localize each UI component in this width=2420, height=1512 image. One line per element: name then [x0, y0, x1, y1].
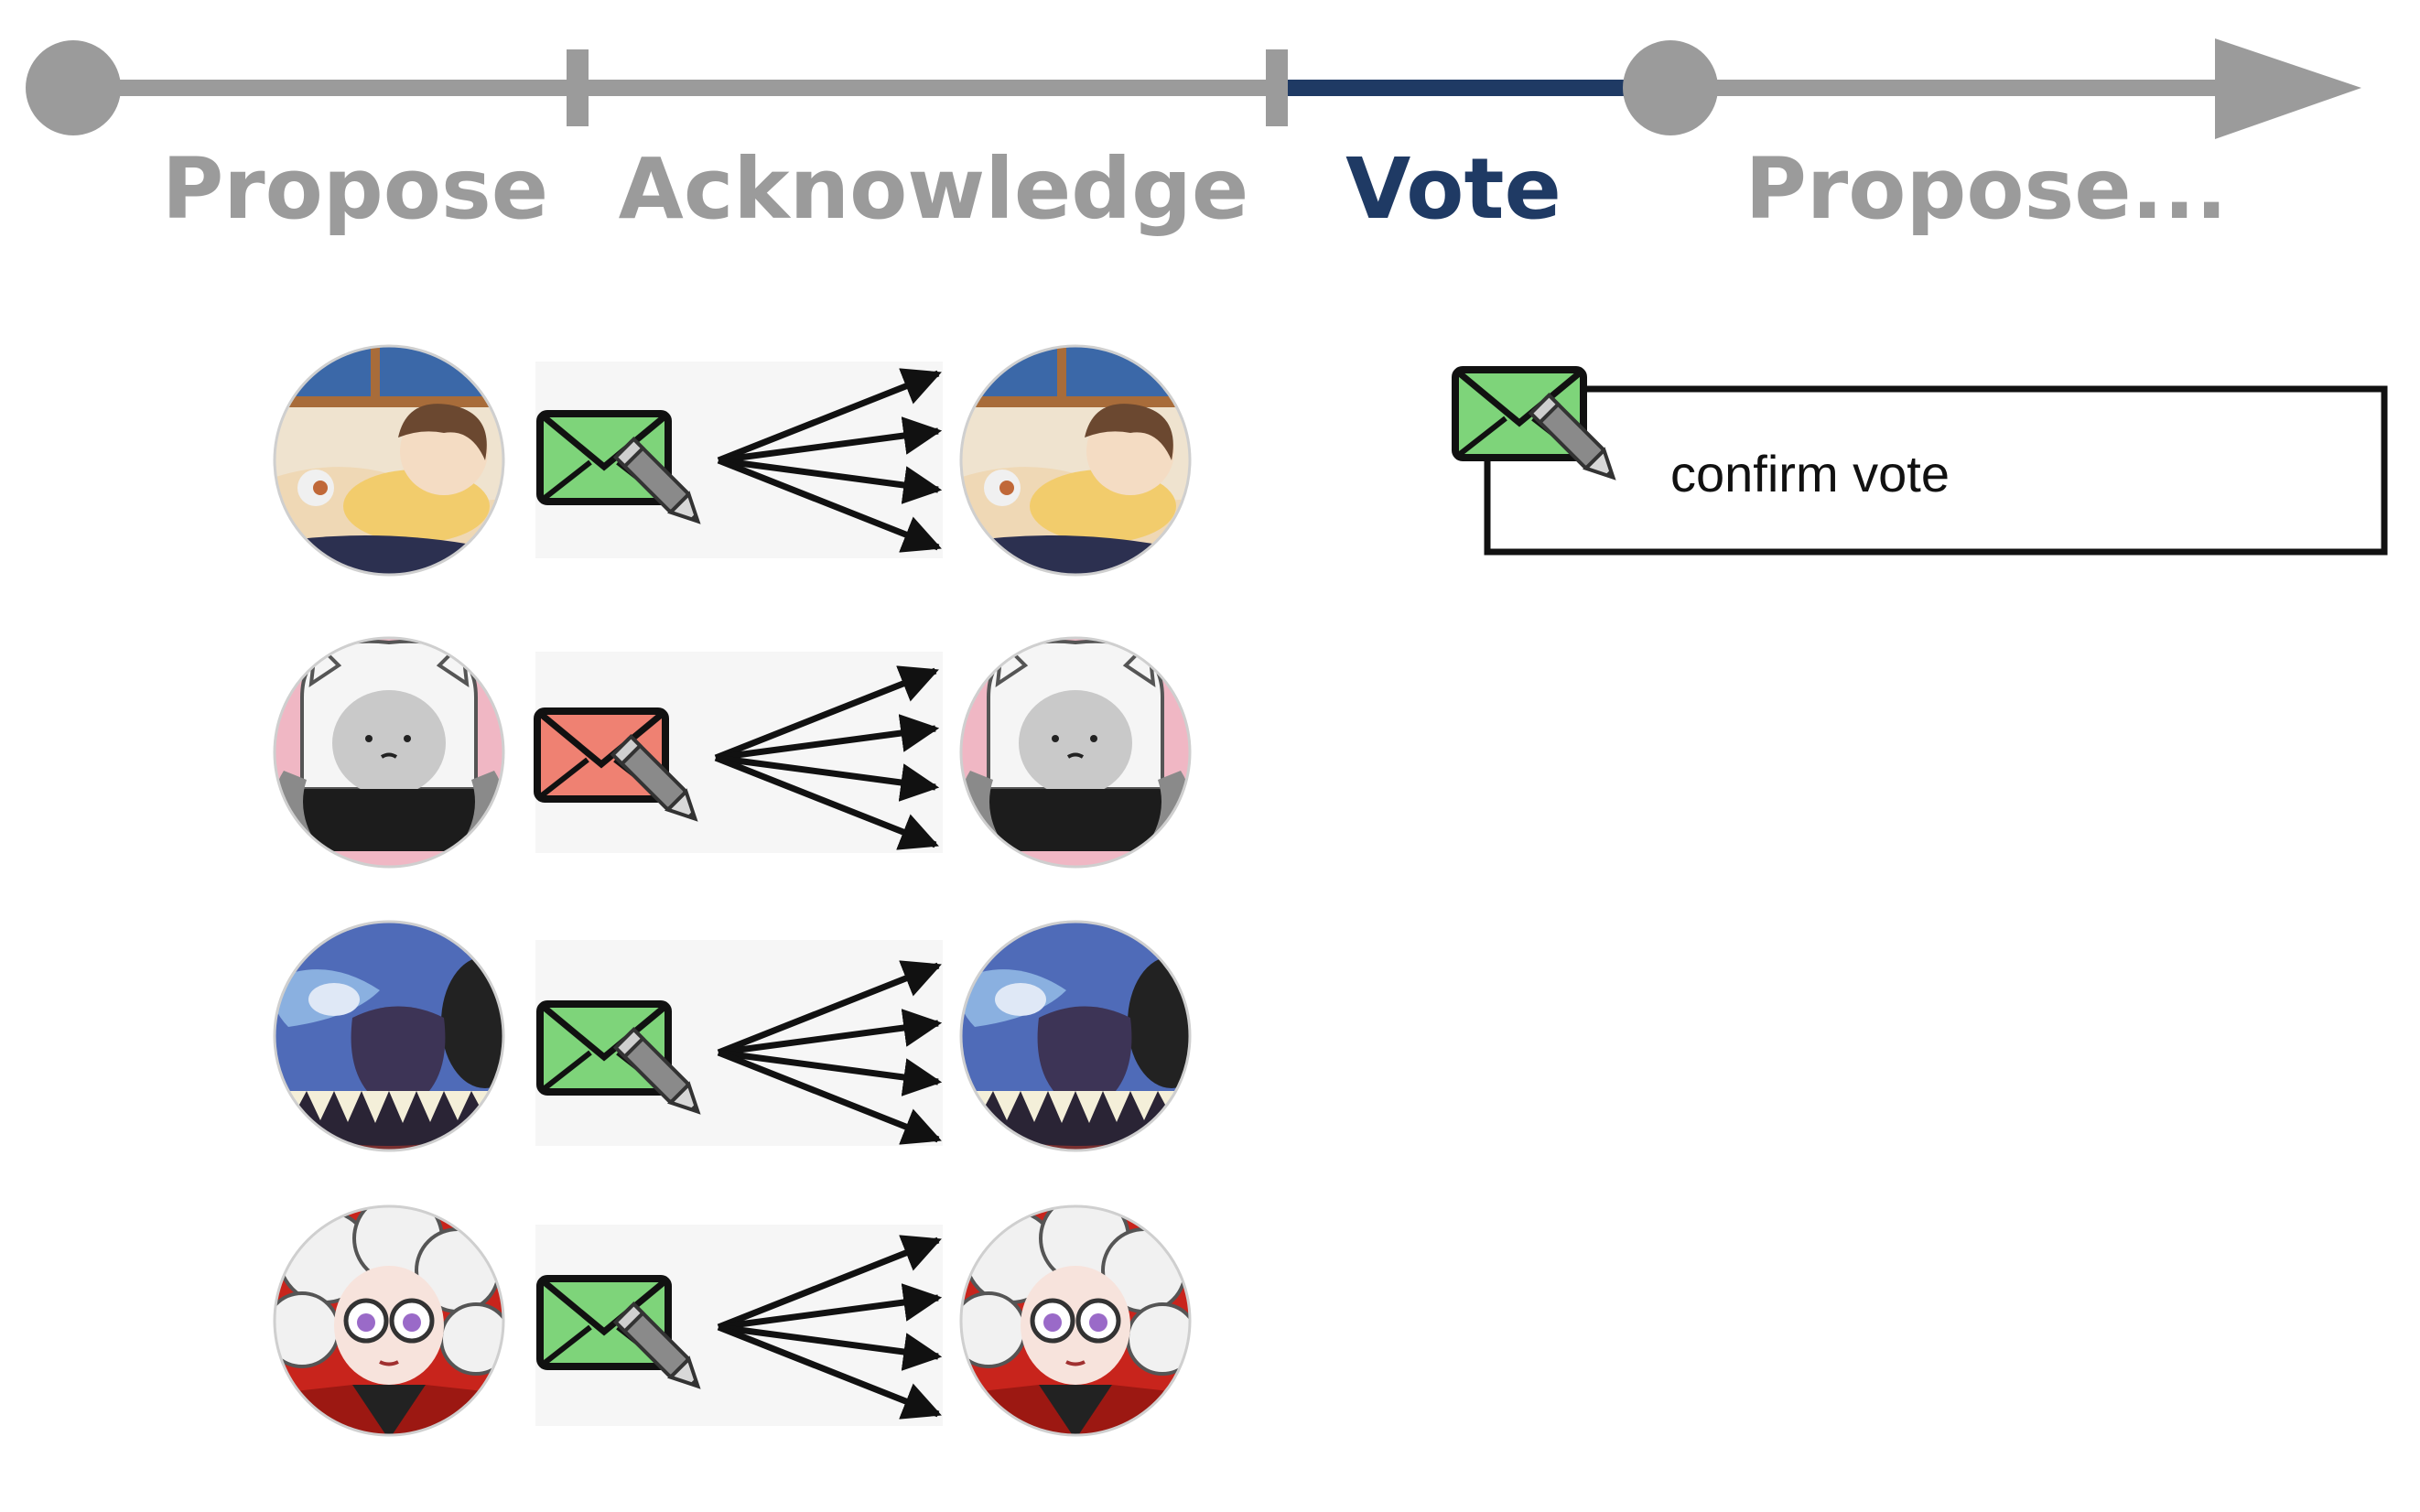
timeline-current-dot: [1623, 40, 1718, 135]
participant-row: [273, 344, 1192, 577]
timeline: Propose Acknowledge Vote Propose...: [26, 38, 2361, 238]
receiver-avatar: [959, 1204, 1192, 1437]
sender-avatar: [273, 920, 505, 1152]
receiver-avatar: [959, 920, 1192, 1152]
participant-row: [273, 1204, 1192, 1437]
phase-label-propose-next: Propose...: [1745, 140, 2227, 238]
message-note: confirm vote: [1455, 370, 2388, 556]
participant-row: [273, 636, 1192, 869]
sender-avatar: [273, 344, 505, 577]
phase-label-acknowledge: Acknowledge: [619, 140, 1249, 238]
receiver-avatar: [959, 344, 1192, 577]
timeline-tick-vote: [1266, 49, 1288, 126]
timeline-tick-acknowledge: [567, 49, 589, 126]
timeline-start-dot: [26, 40, 121, 135]
message-note-box: [1484, 385, 2388, 556]
participant-row: [273, 920, 1192, 1152]
receiver-avatar: [959, 636, 1192, 869]
timeline-arrow-head: [2215, 38, 2361, 139]
sender-avatar: [273, 1204, 505, 1437]
phase-label-vote: Vote: [1345, 140, 1561, 238]
sender-avatar: [273, 636, 505, 869]
phase-label-propose: Propose: [162, 140, 548, 238]
message-note-text: confirm vote: [1670, 445, 1950, 502]
